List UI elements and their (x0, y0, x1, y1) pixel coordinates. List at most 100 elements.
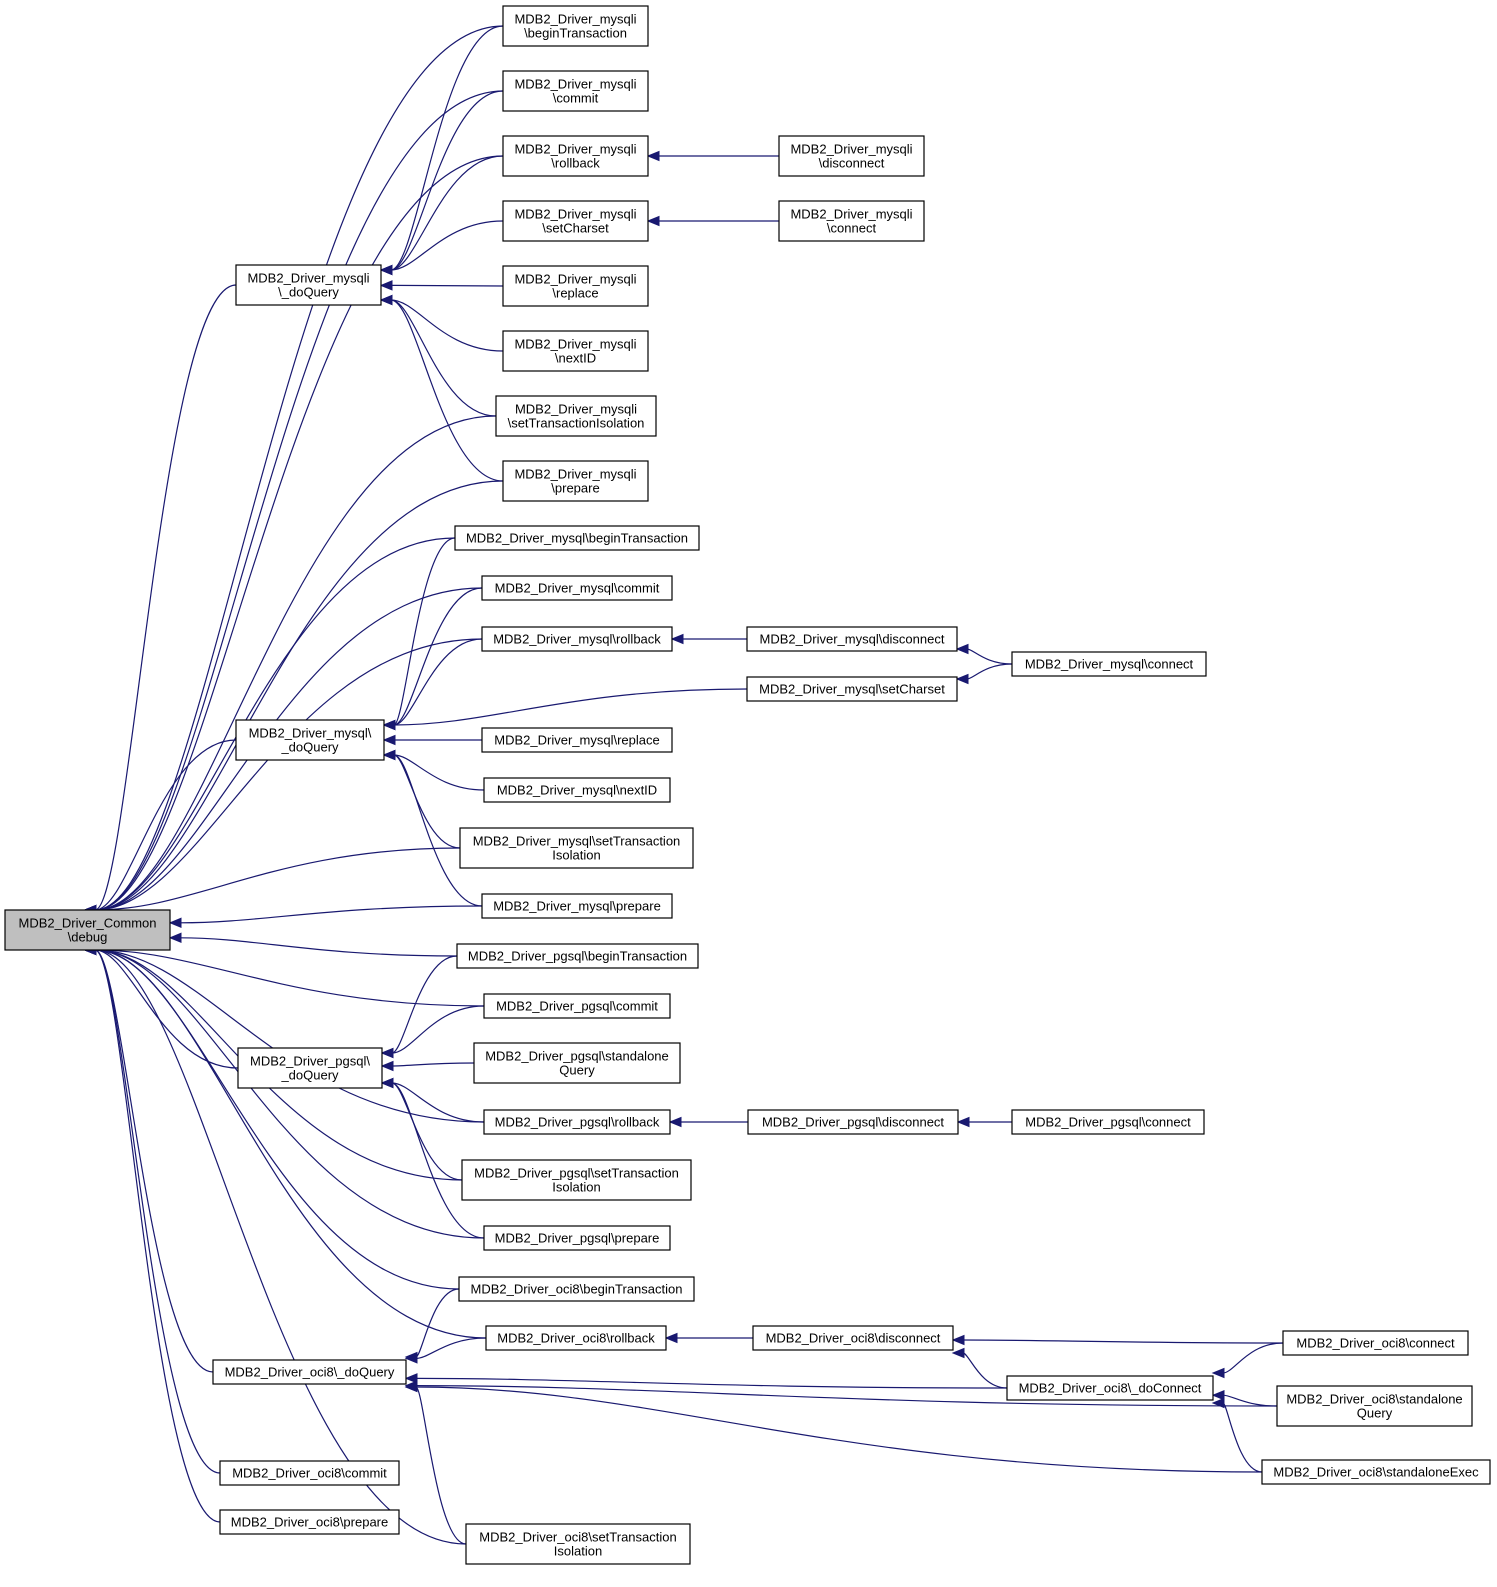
node-mysqli-rollback[interactable]: MDB2_Driver_mysqli\rollback (502, 135, 649, 177)
edge (393, 754, 483, 907)
edge (391, 1082, 463, 1181)
edge (94, 847, 461, 911)
arrowhead (951, 1347, 965, 1359)
node-mysqli-connect[interactable]: MDB2_Driver_mysqli\connect (778, 200, 925, 242)
node-oci8-setTransactionIsolation[interactable]: MDB2_Driver_oci8\setTransactionIsolation (465, 1523, 691, 1565)
node-pgsql-commit[interactable]: MDB2_Driver_pgsql\commit (483, 993, 671, 1019)
edge (393, 638, 483, 726)
node-label: MDB2_Driver_pgsql\commit (496, 999, 658, 1014)
node-pgsql-prepare[interactable]: MDB2_Driver_pgsql\prepare (483, 1225, 671, 1251)
node-pgsql-setTransactionIsolation[interactable]: MDB2_Driver_pgsql\setTransactionIsolatio… (461, 1159, 692, 1201)
node-debug[interactable]: MDB2_Driver_Common\debug (4, 909, 171, 951)
arrowhead (168, 917, 182, 929)
node-mysql-commit[interactable]: MDB2_Driver_mysql\commit (481, 575, 673, 601)
node-label: MDB2_Driver_mysql\connect (1025, 657, 1194, 672)
edge (415, 1377, 1008, 1389)
node-pgsql-rollback[interactable]: MDB2_Driver_pgsql\rollback (483, 1109, 671, 1135)
node-mysqli-setTransactionIsolation[interactable]: MDB2_Driver_mysqli\setTransactionIsolati… (495, 395, 657, 437)
node-label: MDB2_Driver_mysqli (514, 467, 636, 482)
arrowhead (404, 1381, 418, 1393)
node-label: MDB2_Driver_mysqli (514, 142, 636, 157)
node-label: MDB2_Driver_mysql\rollback (493, 632, 661, 647)
node-box (454, 525, 700, 551)
node-box (747, 1109, 959, 1135)
node-oci8-connect[interactable]: MDB2_Driver_oci8\connect (1282, 1330, 1469, 1356)
node-oci8-doConnect[interactable]: MDB2_Driver_oci8\_doConnect (1006, 1375, 1214, 1401)
node-label: MDB2_Driver_mysqli (247, 271, 369, 286)
node-label: MDB2_Driver_mysql\beginTransaction (466, 531, 688, 546)
edge (390, 25, 504, 271)
node-mysql-prepare[interactable]: MDB2_Driver_mysql\prepare (481, 893, 673, 919)
edge (391, 1082, 485, 1239)
node-label: MDB2_Driver_mysqli (514, 272, 636, 287)
node-label: _doQuery (280, 1068, 339, 1083)
node-mysql-replace[interactable]: MDB2_Driver_mysql\replace (481, 727, 673, 753)
node-label: \commit (553, 91, 599, 106)
node-label: MDB2_Driver_pgsql\rollback (495, 1115, 660, 1130)
node-mysqli-commit[interactable]: MDB2_Driver_mysqli\commit (502, 70, 649, 112)
edge (94, 949, 485, 1007)
node-mysql-connect[interactable]: MDB2_Driver_mysql\connect (1011, 651, 1207, 677)
node-box (502, 460, 649, 502)
node-mysql-doQuery[interactable]: MDB2_Driver_mysql\_doQuery (235, 719, 385, 761)
node-label: MDB2_Driver_oci8\commit (232, 1466, 387, 1481)
node-pgsql-beginTransaction[interactable]: MDB2_Driver_pgsql\beginTransaction (456, 943, 699, 969)
node-box (746, 626, 958, 652)
node-box (219, 1509, 400, 1535)
node-box (502, 135, 649, 177)
node-label: MDB2_Driver_mysql\setCharset (759, 682, 945, 697)
node-mysqli-doQuery[interactable]: MDB2_Driver_mysqli\_doQuery (235, 264, 382, 306)
node-oci8-rollback[interactable]: MDB2_Driver_oci8\rollback (485, 1325, 667, 1351)
node-mysqli-nextID[interactable]: MDB2_Driver_mysqli\nextID (502, 330, 649, 372)
edge (390, 299, 504, 482)
node-mysqli-disconnect[interactable]: MDB2_Driver_mysqli\disconnect (778, 135, 925, 177)
node-pgsql-disconnect[interactable]: MDB2_Driver_pgsql\disconnect (747, 1109, 959, 1135)
node-oci8-beginTransaction[interactable]: MDB2_Driver_oci8\beginTransaction (458, 1276, 695, 1302)
node-label: Isolation (552, 1180, 600, 1195)
node-oci8-disconnect[interactable]: MDB2_Driver_oci8\disconnect (752, 1325, 954, 1351)
node-box (481, 575, 673, 601)
node-label: \setTransactionIsolation (508, 416, 645, 431)
node-mysql-disconnect[interactable]: MDB2_Driver_mysql\disconnect (746, 626, 958, 652)
edge (393, 688, 748, 726)
edge (393, 587, 483, 726)
arrowhead (1211, 1389, 1225, 1401)
node-mysqli-replace[interactable]: MDB2_Driver_mysqli\replace (502, 265, 649, 307)
node-oci8-standaloneExec[interactable]: MDB2_Driver_oci8\standaloneExec (1261, 1459, 1491, 1485)
node-mysql-beginTransaction[interactable]: MDB2_Driver_mysql\beginTransaction (454, 525, 700, 551)
node-label: MDB2_Driver_mysql\commit (495, 581, 660, 596)
node-label: MDB2_Driver_pgsql\ (250, 1054, 370, 1069)
node-pgsql-connect[interactable]: MDB2_Driver_pgsql\connect (1011, 1109, 1205, 1135)
node-oci8-commit[interactable]: MDB2_Driver_oci8\commit (219, 1460, 400, 1486)
node-box (1282, 1330, 1469, 1356)
node-label: MDB2_Driver_mysql\nextID (497, 783, 657, 798)
node-label: MDB2_Driver_oci8\setTransaction (479, 1530, 676, 1545)
node-oci8-doQuery[interactable]: MDB2_Driver_oci8\_doQuery (212, 1359, 407, 1385)
node-label: MDB2_Driver_mysqli (514, 337, 636, 352)
edge (94, 949, 485, 1123)
edge-layer (83, 25, 1284, 1545)
node-box (481, 626, 673, 652)
node-mysqli-beginTransaction[interactable]: MDB2_Driver_mysqli\beginTransaction (502, 5, 649, 47)
arrowhead (382, 719, 396, 731)
node-pgsql-doQuery[interactable]: MDB2_Driver_pgsql\_doQuery (237, 1047, 383, 1089)
node-mysql-setCharset[interactable]: MDB2_Driver_mysql\setCharset (746, 676, 958, 702)
node-label: MDB2_Driver_mysql\ (249, 726, 372, 741)
node-mysql-setTransactionIsolation[interactable]: MDB2_Driver_mysql\setTransactionIsolatio… (459, 827, 694, 869)
node-oci8-prepare[interactable]: MDB2_Driver_oci8\prepare (219, 1509, 400, 1535)
node-mysqli-setCharset[interactable]: MDB2_Driver_mysqli\setCharset (502, 200, 649, 242)
edge (391, 1062, 475, 1067)
edge (391, 1082, 485, 1123)
node-label: MDB2_Driver_pgsql\prepare (495, 1231, 660, 1246)
node-mysql-rollback[interactable]: MDB2_Driver_mysql\rollback (481, 626, 673, 652)
arrowhead (382, 749, 396, 761)
node-label: MDB2_Driver_mysql\setTransaction (473, 834, 681, 849)
node-mysql-nextID[interactable]: MDB2_Driver_mysql\nextID (483, 777, 671, 803)
node-mysqli-prepare[interactable]: MDB2_Driver_mysqli\prepare (502, 460, 649, 502)
node-label: Isolation (554, 1544, 602, 1559)
node-label: MDB2_Driver_pgsql\disconnect (762, 1115, 944, 1130)
node-box (481, 893, 673, 919)
